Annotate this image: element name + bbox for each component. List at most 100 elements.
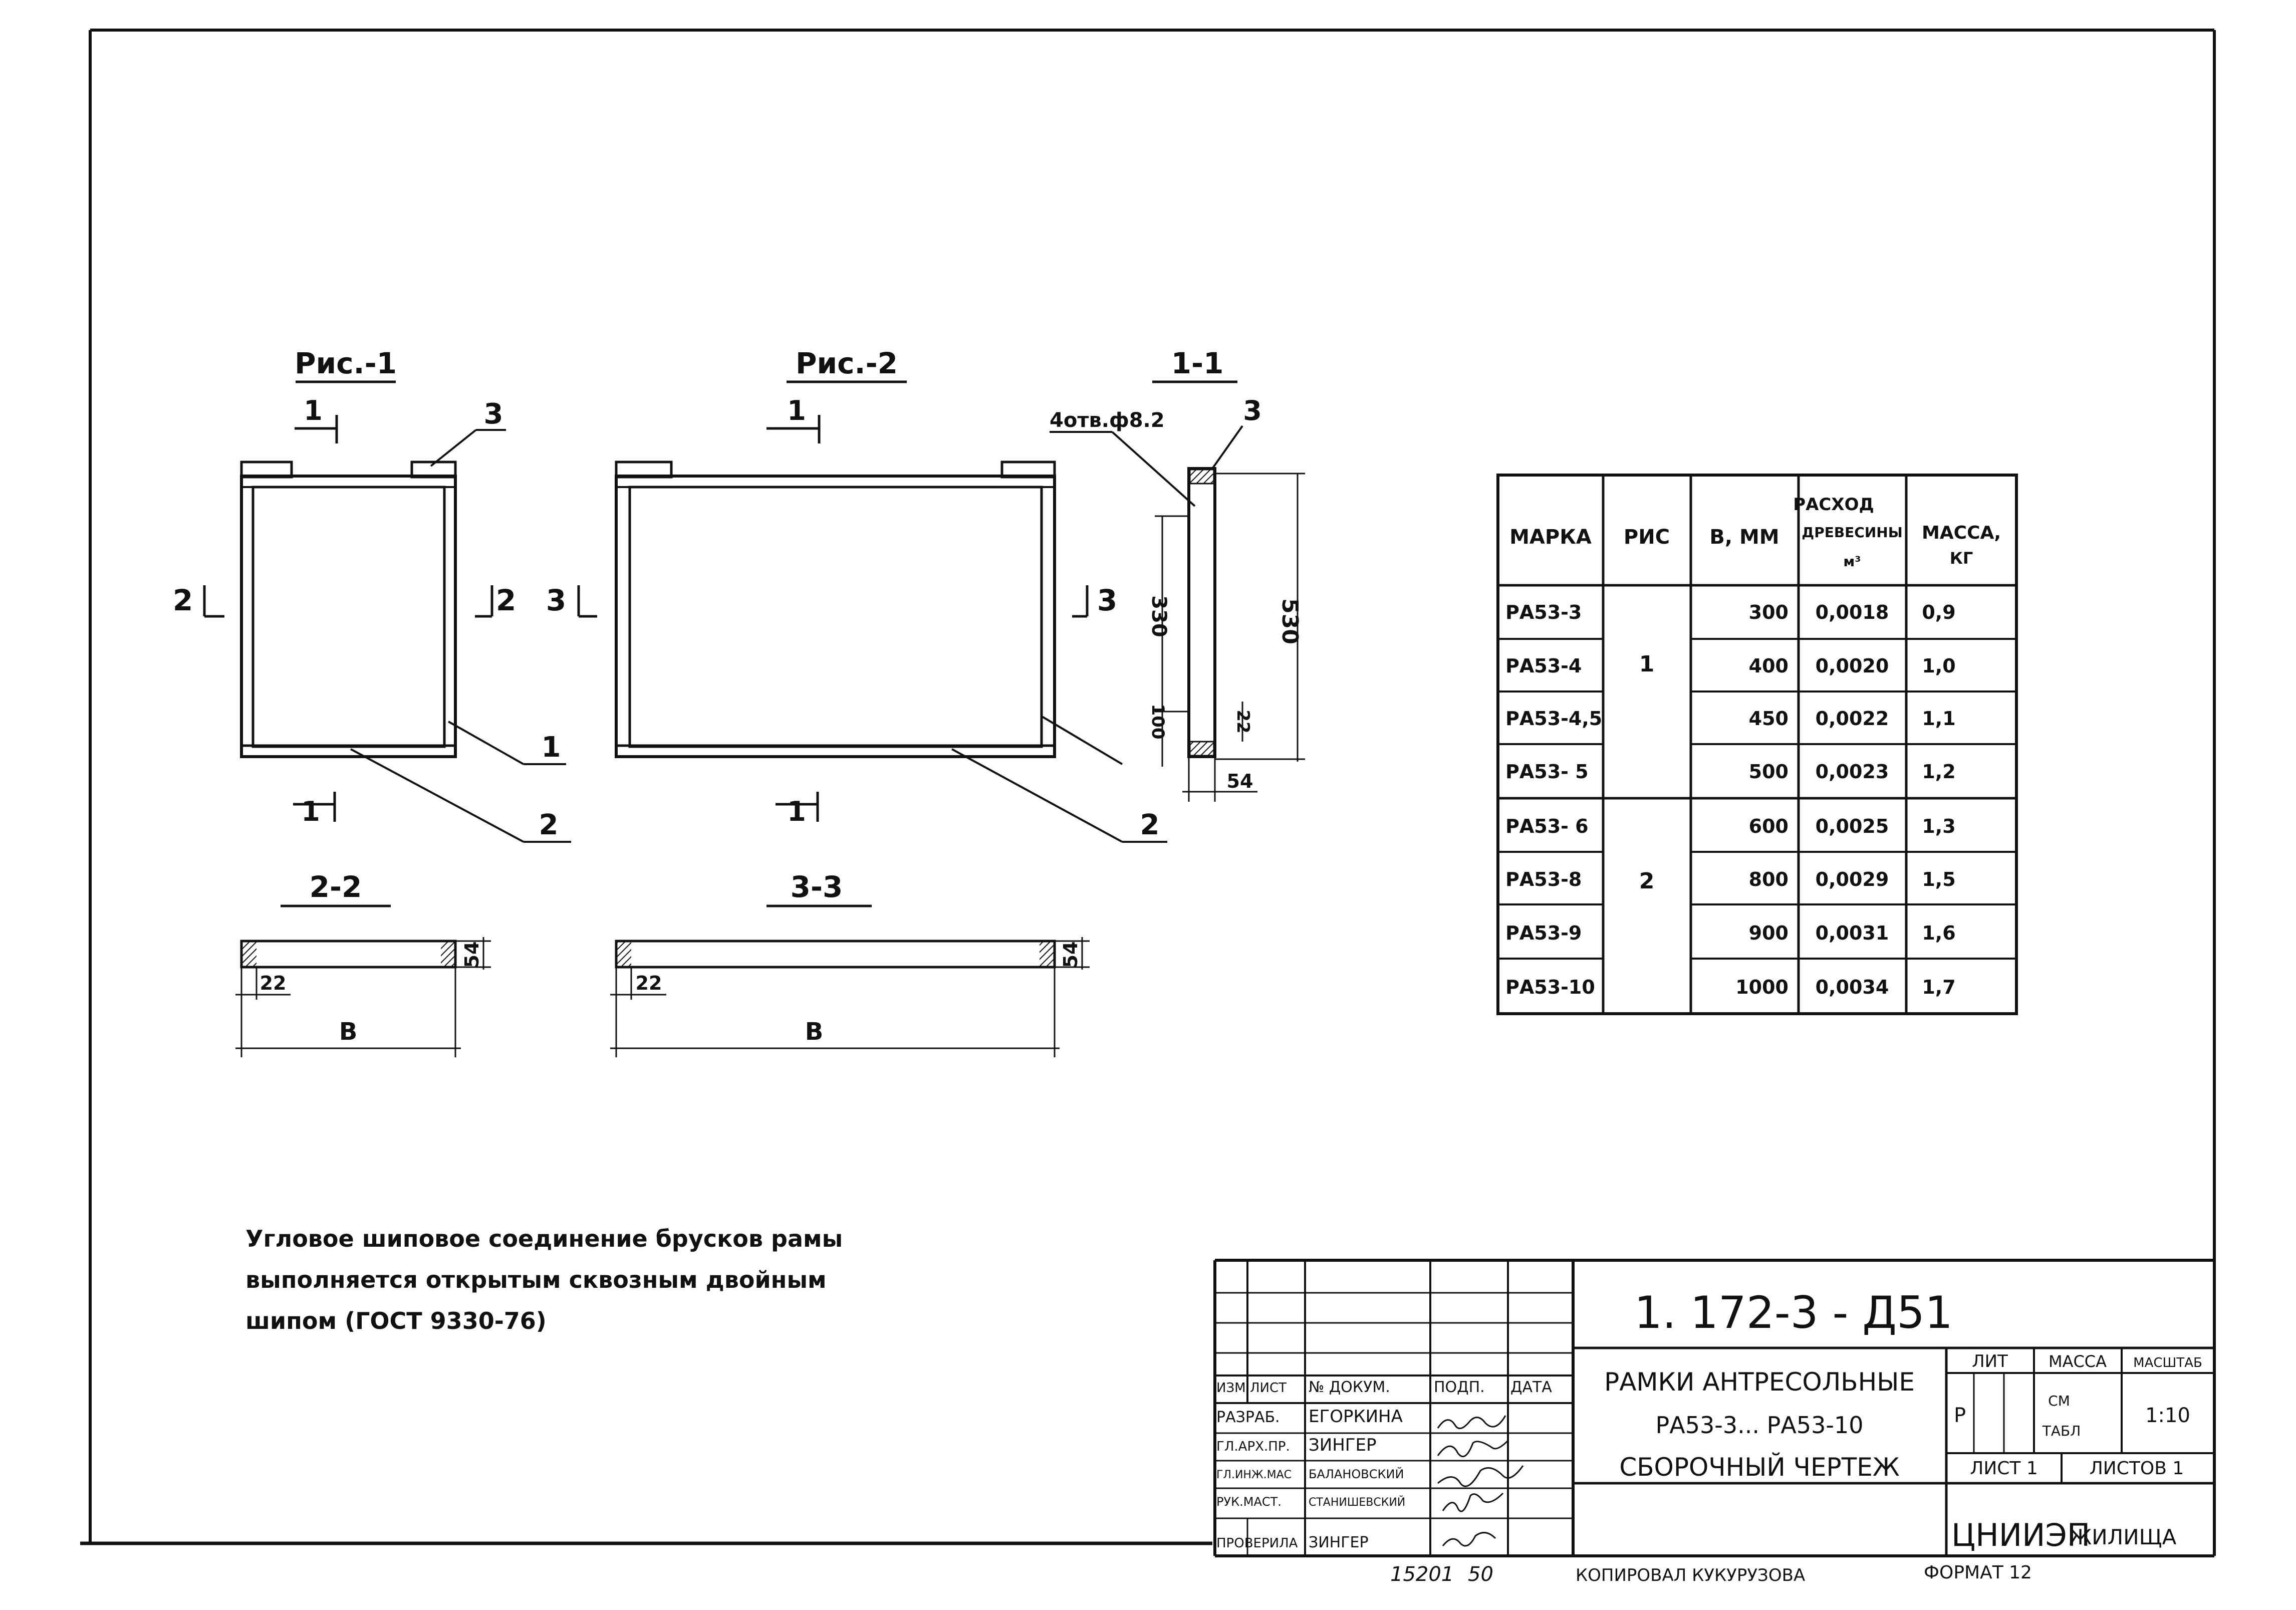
note-line-2: выполняется открытым сквозным двойным [245, 1266, 827, 1293]
row-b: 400 [1749, 655, 1789, 677]
table-row: РА53-10 1000 0,0034 1,7 [1505, 976, 1956, 998]
table-header-cons-3: м³ [1843, 553, 1861, 570]
figure-2-title: Рис.-2 [796, 346, 898, 380]
tb-role-5: ПРОВЕРИЛА [1216, 1536, 1298, 1551]
table-header-cons-2: ДРЕВЕСИНЫ [1802, 524, 1902, 541]
fig1-side-right-label: 2 [496, 583, 516, 617]
row-wood: 0,0023 [1816, 761, 1889, 783]
spec-table: МАРКА РИС В, ММ РАСХОД ДРЕВЕСИНЫ м³ МАСС… [1496, 474, 2018, 1015]
note-line-1: Угловое шиповое соединение брусков рамы [245, 1225, 843, 1252]
table-header-fig: РИС [1624, 526, 1670, 549]
row-wood: 0,0018 [1816, 601, 1889, 623]
tb-col-doc: № ДОКУМ. [1309, 1378, 1390, 1396]
tb-name-4: СТАНИШЕВСКИЙ [1309, 1496, 1405, 1509]
title-line-2: РА53-3... РА53-10 [1656, 1412, 1864, 1439]
row-mass: 1,1 [1922, 708, 1955, 730]
table-row: РА53- 6 600 0,0025 1,3 [1505, 815, 1956, 837]
fig1-leader-3: 3 [484, 398, 503, 430]
tb-col-list: ЛИСТ [1250, 1381, 1287, 1396]
row-mass: 1,0 [1922, 655, 1955, 677]
row-b: 300 [1749, 601, 1789, 623]
tb-name-3: БАЛАНОВСКИЙ [1309, 1467, 1404, 1481]
signature-5 [1442, 1532, 1496, 1547]
dim-530: 530 [1277, 598, 1303, 644]
row-b: 450 [1749, 708, 1789, 730]
footer-copied: КОПИРОВАЛ КУКУРУЗОВА [1576, 1565, 1805, 1585]
dim-100: 100 [1148, 704, 1168, 740]
table-row: РА53-3 300 0,0018 0,9 [1505, 601, 1956, 623]
table-fig-group-1: 1 [1639, 651, 1655, 677]
row-mark: РА53- 6 [1505, 815, 1589, 837]
table-header-mass-2: КГ [1950, 549, 1973, 568]
dim-b-section-3-3: В [805, 1018, 824, 1046]
table-row: РА53-8 800 0,0029 1,5 [1505, 868, 1956, 890]
row-wood: 0,0031 [1816, 922, 1889, 944]
row-mark: РА53-3 [1505, 601, 1582, 623]
row-wood: 0,0029 [1816, 868, 1889, 890]
row-wood: 0,0025 [1816, 815, 1889, 837]
row-mark: РА53-10 [1505, 976, 1595, 998]
section-3-3: 3-3 54 22 В [610, 870, 1090, 1057]
table-header-mass-1: МАССА, [1922, 523, 2001, 543]
tb-role-2: ГЛ.АРХ.ПР. [1216, 1439, 1290, 1454]
footer: 15201 50 КОПИРОВАЛ КУКУРУЗОВА ФОРМАТ 12 [1390, 1562, 2032, 1586]
note-line-3: шипом (ГОСТ 9330-76) [245, 1307, 547, 1334]
fig2-section-top-label: 1 [787, 395, 806, 426]
table-header-mark: МАРКА [1509, 526, 1592, 549]
row-mass: 0,9 [1922, 601, 1955, 623]
fig2-leader-2: 2 [1140, 809, 1160, 841]
title-line-3: СБОРОЧНЫЙ ЧЕРТЕЖ [1619, 1452, 1899, 1482]
row-wood: 0,0020 [1816, 655, 1889, 677]
figure-1: Рис.-1 1 2 2 3 1 2 1 [173, 346, 571, 843]
section-1-1-leader-3: 3 [1243, 395, 1262, 426]
row-mark: РА53-4 [1505, 655, 1582, 677]
table-row: РА53-9 900 0,0031 1,6 [1505, 922, 1956, 944]
title-line-1: РАМКИ АНТРЕСОЛЬНЫЕ [1604, 1367, 1915, 1397]
org-main: ЦНИИЭП [1951, 1517, 2090, 1553]
tb-stage: Р [1954, 1404, 1966, 1427]
figure-2: Рис.-2 1 3 3 2 1 [546, 346, 1167, 843]
tb-mass-label: МАССА [2049, 1352, 2107, 1371]
org-sub: ЖИЛИЩА [2069, 1525, 2177, 1549]
row-mass: 1,5 [1922, 868, 1955, 890]
table-header-b: В, ММ [1709, 526, 1779, 549]
row-b: 1000 [1735, 976, 1789, 998]
tb-role-4: РУК.МАСТ. [1216, 1495, 1282, 1509]
dim-22-section-1-1: 22 [1233, 710, 1253, 733]
sheet-frame [80, 29, 2216, 1545]
table-header-cons-1: РАСХОД [1793, 495, 1874, 515]
row-b: 600 [1749, 815, 1789, 837]
tb-col-sign: ПОДП. [1434, 1378, 1485, 1396]
title-block: ИЗМ ЛИСТ № ДОКУМ. ПОДП. ДАТА РАЗРАБ. ЕГО… [1213, 1259, 2216, 1557]
row-b: 800 [1749, 868, 1789, 890]
general-note: Угловое шиповое соединение брусков рамы … [245, 1225, 843, 1334]
tb-col-date: ДАТА [1510, 1378, 1552, 1396]
holes-note: 4отв.ф8.2 [1050, 409, 1165, 432]
fig1-section-bottom-label: 1 [301, 796, 320, 827]
doc-code: 1. 172-3 - Д51 [1634, 1287, 1953, 1338]
dim-54-section-2-2: 54 [461, 942, 483, 968]
row-mass: 1,2 [1922, 761, 1955, 783]
fig1-leader-1: 1 [542, 731, 561, 764]
dim-22-section-3-3: 22 [636, 972, 662, 994]
fig1-side-left-label: 2 [173, 583, 193, 617]
dim-54-section-1-1: 54 [1227, 770, 1253, 792]
section-2-2-title: 2-2 [310, 870, 362, 904]
row-wood: 0,0022 [1816, 708, 1889, 730]
tb-role-3: ГЛ.ИНЖ.МАС [1216, 1469, 1292, 1481]
signature-4 [1442, 1492, 1504, 1512]
footer-format: ФОРМАТ 12 [1924, 1562, 2032, 1583]
row-mark: РА53-4,5 [1505, 708, 1602, 730]
row-wood: 0,0034 [1816, 976, 1889, 998]
signature-2 [1437, 1440, 1509, 1458]
fig1-leader-2: 2 [539, 809, 559, 841]
row-mass: 1,3 [1922, 815, 1955, 837]
tb-role-1: РАЗРАБ. [1216, 1409, 1280, 1426]
dim-330: 330 [1147, 595, 1170, 637]
section-1-1-title: 1-1 [1171, 346, 1224, 380]
dim-b-section-2-2: В [339, 1018, 358, 1046]
dim-54-section-3-3: 54 [1060, 942, 1082, 968]
section-2-2: 2-2 54 22 В [235, 870, 491, 1057]
fig1-section-top-label: 1 [304, 395, 323, 426]
